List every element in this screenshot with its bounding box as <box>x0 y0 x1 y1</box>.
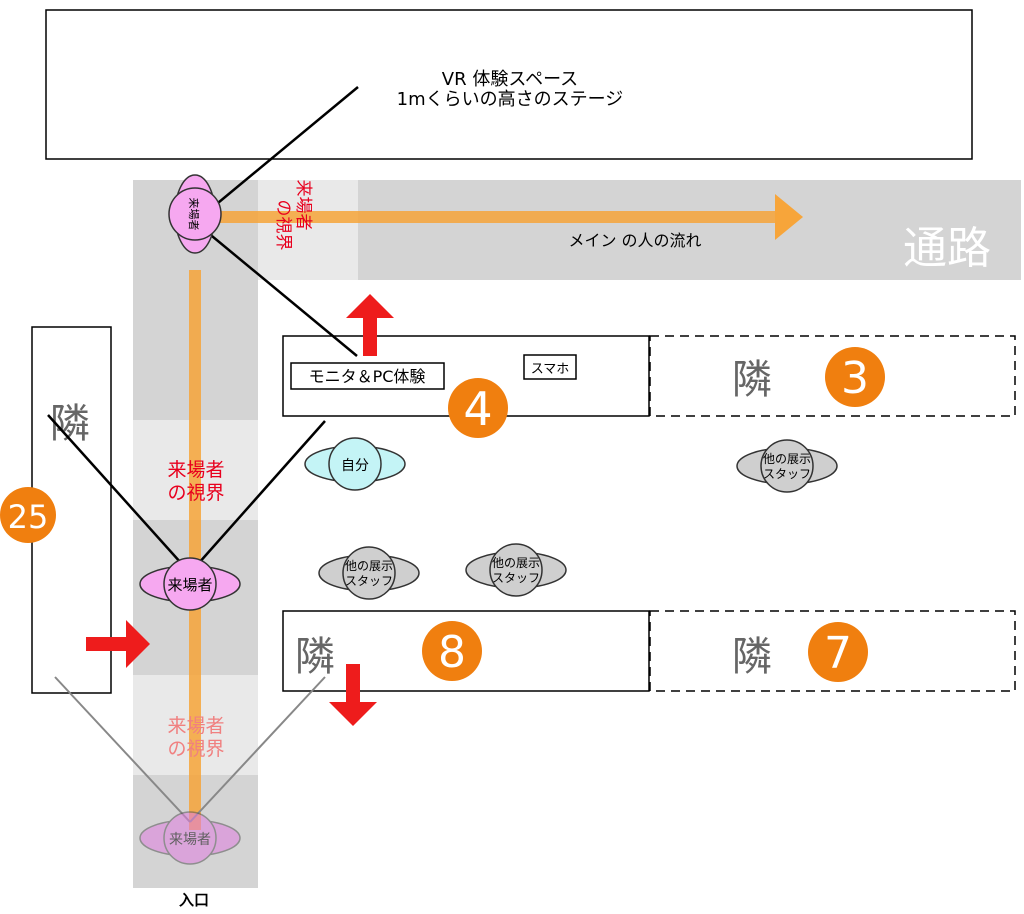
corridor-label: 通路 <box>903 223 991 274</box>
staff-2-label-line1: 他の展示 <box>345 559 393 573</box>
visitor-mid-label: 来場者 <box>167 576 212 594</box>
booth-3-label: 隣 <box>732 357 772 403</box>
booth-7-number: 7 <box>824 628 852 679</box>
entrance-label: 入口 <box>179 891 209 909</box>
view-label-top-line1: 来場者 <box>293 180 313 231</box>
booth-25-number-badge <box>0 487 56 543</box>
sight-lines-bottom <box>54 676 326 823</box>
main-flow-arrowhead <box>775 194 803 240</box>
staff-2: 他の展示 スタッフ <box>318 546 420 600</box>
view-label-mid-line2: の視界 <box>167 482 224 504</box>
staff-3-label-line1: 他の展示 <box>492 556 540 570</box>
smartphone-box <box>523 354 577 380</box>
stage-subtitle: 1mくらいの高さのステージ <box>397 89 624 110</box>
visitor-bottom: 来場者 <box>139 811 241 865</box>
self-person: 自分 <box>304 437 406 491</box>
view-label-bottom-line1: 来場者 <box>167 715 224 737</box>
visitor-top: 来場者 <box>168 174 222 254</box>
booth-3-number: 3 <box>841 353 869 404</box>
sight-lines-top <box>194 86 359 357</box>
visitor-top-label: 来場者 <box>187 198 200 231</box>
vr-stage <box>45 9 973 160</box>
booth-4-number: 4 <box>463 382 492 436</box>
red-arrow-down <box>329 664 377 726</box>
booth-8-number-badge <box>422 621 482 681</box>
smartphone-label: スマホ <box>531 362 570 377</box>
view-label-top-line2: の視界 <box>273 200 293 251</box>
view-label-bottom-line2: の視界 <box>167 738 224 760</box>
monitor-pc-label: モニタ＆PC体験 <box>309 367 426 386</box>
booth-25-number: 25 <box>8 498 49 536</box>
booth-3-number-badge <box>825 347 885 407</box>
visitor-bottom-label: 来場者 <box>169 832 211 848</box>
staff-2-label-line2: スタッフ <box>345 574 393 588</box>
red-arrow-right <box>86 620 150 668</box>
monitor-pc-box <box>290 362 445 390</box>
staff-1: 他の展示 スタッフ <box>736 439 838 493</box>
visitor-mid: 来場者 <box>139 557 241 611</box>
view-label-mid-line1: 来場者 <box>167 459 224 481</box>
booth-8-label: 隣 <box>295 634 335 680</box>
booth-7-label: 隣 <box>732 634 772 680</box>
self-label: 自分 <box>341 458 369 474</box>
staff-1-label-line1: 他の展示 <box>763 452 811 466</box>
booth-8-number: 8 <box>438 627 466 678</box>
flow-label: メイン の人の流れ <box>568 231 701 250</box>
aisle-highlight-top <box>258 180 358 280</box>
staff-3-label-line2: スタッフ <box>492 571 540 585</box>
booth-4-number-badge <box>448 378 508 438</box>
sight-lines-mid <box>47 414 326 574</box>
booth-7-number-badge <box>808 622 868 682</box>
staff-3: 他の展示 スタッフ <box>465 543 567 597</box>
stage-title: VR 体験スペース <box>442 69 578 90</box>
red-arrow-up <box>346 294 394 356</box>
staff-1-label-line2: スタッフ <box>763 467 811 481</box>
